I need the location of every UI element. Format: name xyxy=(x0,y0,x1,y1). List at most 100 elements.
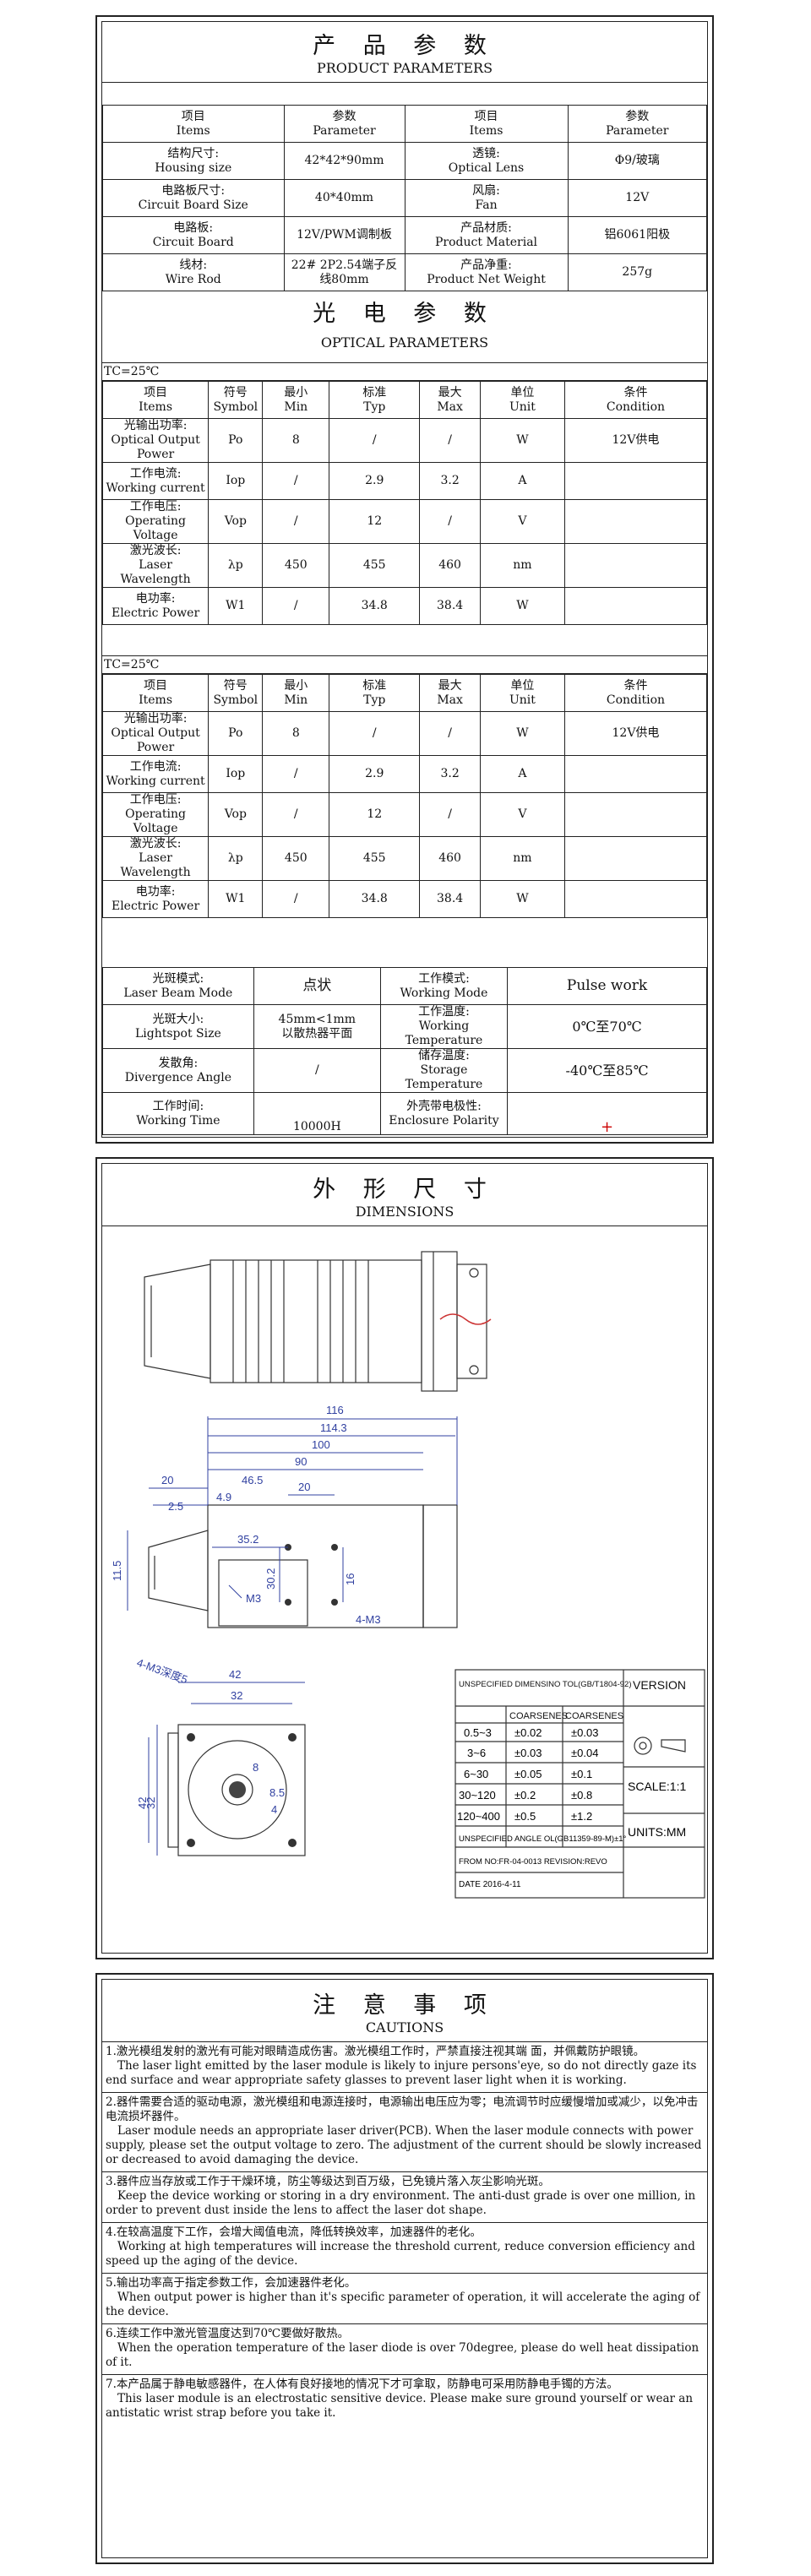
table-row: 线材:Wire Rod 22# 2P2.54端子反线80mm 产品净重:Prod… xyxy=(102,253,708,291)
wire-rod-value: 22# 2P2.54端子反线80mm xyxy=(283,253,406,291)
tol-col: COARSENES xyxy=(565,1711,623,1721)
tolerance-block: UNSPECIFIED DIMENSINO TOL(GB/T1804-92) V… xyxy=(454,1669,705,1899)
tol-scale: SCALE:1:1 xyxy=(628,1780,686,1793)
dim-32a: 32 xyxy=(231,1689,242,1702)
circuit-board-value: 12V/PWM调制板 xyxy=(283,216,406,254)
svg-text:±0.03: ±0.03 xyxy=(514,1747,542,1759)
dimensions-sheet: 外 形 尺 寸 DIMENSIONS xyxy=(95,1157,714,1959)
dim-4-9: 4.9 xyxy=(216,1491,231,1503)
dim-20b: 20 xyxy=(298,1481,310,1493)
dim-116: 116 xyxy=(326,1404,344,1416)
tol-angle: UNSPECIFIED ANGLE OL(GB11359-89-M)±1° xyxy=(459,1834,627,1844)
label-m3: M3 xyxy=(246,1592,261,1605)
table-row: 工作电压:Operating Voltage Vop/12/V xyxy=(101,499,708,544)
optical-title: 光 电 参 数 OPTICAL PARAMETERS xyxy=(102,291,707,362)
lens-value: Φ9/玻璃 xyxy=(567,142,708,180)
table-row: 结构尺寸:Housing size 42*42*90mm 透镜:Optical … xyxy=(102,142,708,180)
dim-42: 42 xyxy=(229,1668,241,1681)
svg-text:30~120: 30~120 xyxy=(459,1789,496,1802)
caution-item: 2.器件需要合适的驱动电源，激光模组和电源连接时，电源输出电压应为零；电流调节时… xyxy=(102,2093,707,2172)
tol-col: COARSENES xyxy=(509,1711,568,1721)
optical-title-en: OPTICAL PARAMETERS xyxy=(320,334,489,351)
board-size-value: 40*40mm xyxy=(283,179,406,217)
table-row: 光斑模式:Laser Beam Mode 点状 工作模式:Working Mod… xyxy=(102,967,707,1005)
svg-text:±0.2: ±0.2 xyxy=(514,1789,536,1802)
cautions-title-en: CAUTIONS xyxy=(365,2019,444,2035)
cautions-frame: 注 意 事 项 CAUTIONS 1.激光模组发射的激光有可能对眼睛造成伤害。激… xyxy=(101,1979,708,2558)
svg-text:±0.02: ±0.02 xyxy=(514,1726,542,1739)
svg-text:±0.03: ±0.03 xyxy=(571,1726,598,1739)
tol-units: UNITS:MM xyxy=(628,1825,686,1839)
cautions-title-zh: 注 意 事 项 xyxy=(313,1992,497,2019)
optical-title-zh: 光 电 参 数 xyxy=(313,301,497,327)
dimensions-title-zh: 外 形 尺 寸 xyxy=(313,1177,497,1203)
heatsink-fins xyxy=(232,1260,369,1383)
table-row: 电路板尺寸:Circuit Board Size 40*40mm 风扇:Fan … xyxy=(102,179,708,217)
dim-35-2: 35.2 xyxy=(237,1533,259,1546)
cautions-title: 注 意 事 项 CAUTIONS xyxy=(102,1980,707,2042)
product-title-zh: 产 品 参 数 xyxy=(313,33,497,59)
label-4-m3-depth: 4-M3深度5 xyxy=(135,1656,189,1687)
dimension-drawing: 116 114.3 100 90 20 46.5 4.9 2.5 35.2 20… xyxy=(111,1251,705,1899)
dimensions-title: 外 形 尺 寸 DIMENSIONS xyxy=(102,1164,707,1226)
table-row: 工作电压:Operating Voltage Vop/12/V xyxy=(101,792,708,837)
caution-item: 4.在较高温度下工作，会增大阈值电流，降低转换效率，加速器件的老化。Workin… xyxy=(102,2223,707,2274)
svg-text:±0.5: ±0.5 xyxy=(514,1810,536,1823)
dim-46-5: 46.5 xyxy=(242,1474,263,1486)
tc-label: TC=25℃ xyxy=(102,362,707,381)
mode-table: 光斑模式:Laser Beam Mode 点状 工作模式:Working Mod… xyxy=(102,967,707,1135)
svg-text:±0.1: ±0.1 xyxy=(571,1768,592,1780)
dim-100: 100 xyxy=(312,1438,330,1451)
net-weight-value: 257g xyxy=(567,253,708,291)
dimensions-frame: 外 形 尺 寸 DIMENSIONS xyxy=(101,1163,708,1954)
dim-32b: 32 xyxy=(144,1797,157,1809)
svg-text:±0.05: ±0.05 xyxy=(514,1768,542,1780)
caution-item: 1.激光模组发射的激光有可能对眼睛造成伤害。激光模组工作时，严禁直接注视其端 面… xyxy=(102,2042,707,2093)
dim-11-5: 11.5 xyxy=(111,1561,123,1581)
tol-version: VERSION xyxy=(633,1678,686,1692)
dim-42b: 42 xyxy=(136,1797,149,1809)
front-view: 42 32 4-M3深度5 32 42 8 8.5 4 xyxy=(135,1656,306,1856)
caution-item: 6.连续工作中激光管温度达到70℃要做好散热。When the operatio… xyxy=(102,2324,707,2375)
dim-20a: 20 xyxy=(161,1474,173,1486)
svg-text:±1.2: ±1.2 xyxy=(571,1810,592,1823)
svg-text:120~400: 120~400 xyxy=(457,1810,500,1823)
svg-text:6~30: 6~30 xyxy=(464,1768,488,1780)
dim-2-5: 2.5 xyxy=(168,1500,183,1513)
tol-date: DATE 2016-4-11 xyxy=(459,1880,521,1889)
dim-4: 4 xyxy=(271,1803,277,1816)
dim-90: 90 xyxy=(295,1455,307,1468)
top-view xyxy=(144,1251,492,1392)
caution-item: 5.输出功率高于指定参数工作，会加速器件老化。When output power… xyxy=(102,2274,707,2324)
product-title: 产 品 参 数 PRODUCT PARAMETERS xyxy=(102,22,707,83)
dim-16: 16 xyxy=(344,1573,357,1585)
tc-label: TC=25℃ xyxy=(102,655,707,674)
dim-8-5: 8.5 xyxy=(269,1786,285,1799)
tol-from: FROM NO:FR-04-0013 REVISION:REVO xyxy=(459,1857,607,1867)
material-value: 铝6061阳极 xyxy=(567,216,708,254)
caution-item: 3.器件应当存放或工作于干燥环境，防尘等级达到百万级，已免镜片落入灰尘影响光斑。… xyxy=(102,2172,707,2223)
table-row: 发散角:Divergence Angle / 储存温度:Storage Temp… xyxy=(102,1048,707,1093)
dimensions-title-en: DIMENSIONS xyxy=(355,1204,454,1220)
housing-size-value: 42*42*90mm xyxy=(283,142,406,180)
